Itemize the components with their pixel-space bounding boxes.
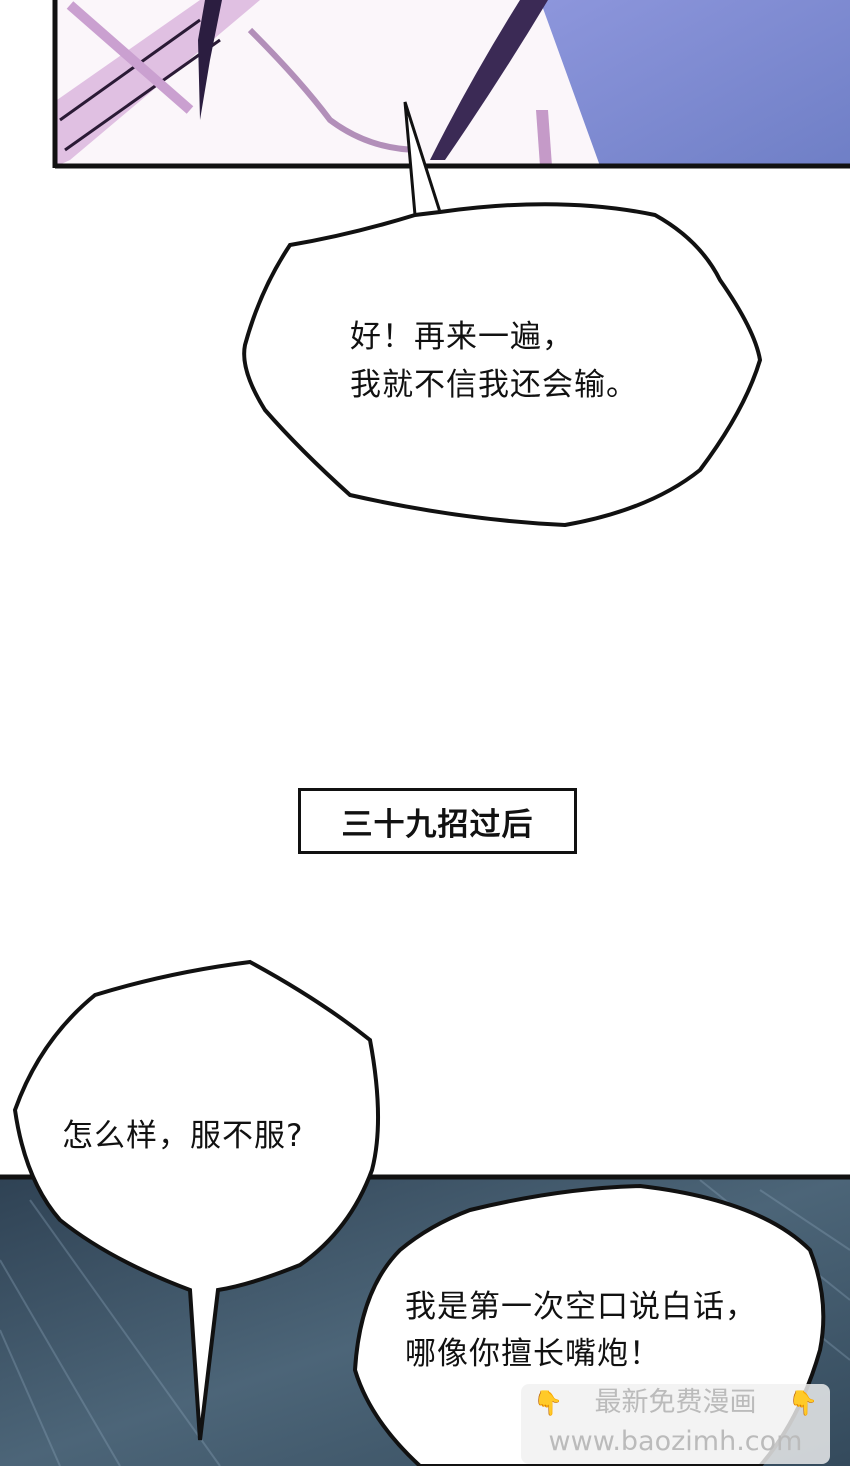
narration-caption: 三十九招过后 — [298, 788, 577, 854]
bubble-3-line-2: 哪像你擅长嘴炮！ — [405, 1336, 661, 1372]
speech-bubble-2 — [12, 959, 380, 1441]
pointing-hand-icon: 👇 — [533, 1389, 563, 1417]
bubble-2-line-1: 怎么样，服不服? — [62, 1118, 304, 1154]
bubble-1-line-2: 我就不信我还会输。 — [350, 367, 638, 403]
top-panel — [52, 0, 850, 169]
watermark[interactable]: 👇 最新免费漫画 👇 www.baozimh.com — [521, 1384, 830, 1464]
bubble-3-line-1: 我是第一次空口说白话， — [405, 1289, 757, 1325]
watermark-url[interactable]: www.baozimh.com — [548, 1426, 803, 1457]
speech-bubble-1 — [242, 101, 763, 528]
watermark-line-1: 最新免费漫画 — [594, 1387, 757, 1418]
bubble-1-line-1: 好！再来一遍， — [350, 319, 574, 355]
pointing-hand-icon: 👇 — [788, 1389, 818, 1417]
